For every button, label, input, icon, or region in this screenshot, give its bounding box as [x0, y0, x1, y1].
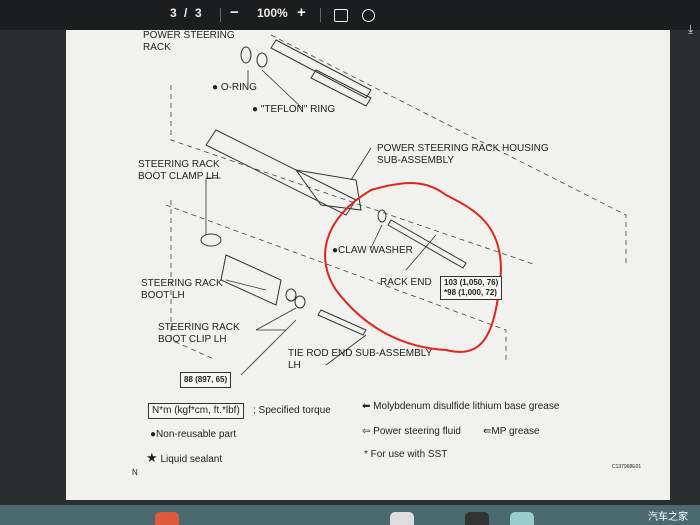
black-arrow-icon: ⬅ [362, 401, 371, 412]
label-line: POWER STEERING [143, 30, 235, 41]
hatched-arrow-icon: ⇚ [483, 426, 492, 437]
legend-text: Non-reusable part [156, 429, 237, 440]
outline-arrow-icon: ⇦ [362, 426, 371, 437]
zoom-out-button[interactable]: − [230, 4, 239, 21]
torque-box-tie-rod: 88 (897, 65) [180, 372, 232, 388]
corner-n: N [132, 468, 138, 477]
label-line: SUB-ASSEMBLY [377, 155, 455, 166]
label-o-ring: ● O-RING [212, 82, 257, 93]
watermark: 汽车之家 [648, 512, 688, 523]
legend-non-reusable: ●Non-reusable part [150, 429, 236, 441]
dock [0, 505, 700, 525]
label-claw-washer: ●CLAW WASHER [332, 245, 413, 256]
legend-text: Power steering fluid [373, 426, 461, 437]
label-teflon-ring: ● "TEFLON" RING [252, 104, 336, 115]
figure-code: C137968E01 [612, 464, 642, 470]
exploded-diagram [165, 34, 627, 376]
zoom-level-input[interactable]: 100% [257, 6, 288, 20]
rotate-icon[interactable] [362, 9, 375, 22]
page-current-input[interactable]: 3 [170, 6, 177, 20]
label-rack-end: RACK END [380, 277, 432, 288]
zoom-in-button[interactable]: + [297, 4, 306, 21]
dock-app-icon[interactable] [510, 512, 534, 525]
divider [220, 8, 221, 22]
legend-text: Molybdenum disulfide lithium base grease [373, 401, 560, 412]
label-text: CLAW WASHER [338, 245, 413, 256]
legend-text: MP grease [491, 426, 540, 437]
download-icon[interactable]: ⤓ [688, 22, 694, 36]
divider [320, 8, 321, 22]
dock-app-icon[interactable] [465, 512, 489, 525]
torque-value: 103 (1,050, 76) [444, 278, 499, 287]
label-line: BOOT LH [141, 290, 185, 301]
page-total: 3 [195, 6, 202, 20]
dock-app-icon[interactable] [155, 512, 179, 525]
legend-moly: ⬅ Molybdenum disulfide lithium base grea… [362, 401, 559, 413]
label-line: BOOT CLIP LH [158, 334, 227, 345]
legend-torque-unit: N*m (kgf*cm, ft.*lbf) [148, 403, 244, 419]
pdf-toolbar: 3 / 3 − 100% + [0, 0, 700, 30]
label-line: RACK [143, 42, 171, 53]
fit-page-icon[interactable] [334, 9, 348, 22]
label-line: STEERING RACK [138, 159, 220, 170]
legend-ps-fluid: ⇦ Power steering fluid [362, 426, 461, 438]
red-annotation-circle [324, 182, 503, 353]
label-line: TIE ROD END SUB-ASSEMBLY [288, 348, 433, 359]
black-dot-icon: ● [150, 429, 157, 440]
page-separator: / [184, 6, 188, 20]
label-line: STEERING RACK [141, 278, 223, 289]
legend-mp-grease: ⇚MP grease [483, 426, 540, 438]
label-text: O-RING [220, 82, 257, 93]
label-line: LH [288, 360, 301, 371]
label-line: STEERING RACK [158, 322, 240, 333]
label-line: POWER STEERING RACK HOUSING [377, 143, 549, 154]
legend-torque-desc: ; Specified torque [253, 405, 331, 416]
legend-liquid-sealant: ★ Liquid sealant [146, 450, 223, 466]
label-text: "TEFLON" RING [260, 104, 336, 115]
star-icon: ★ [146, 450, 158, 465]
legend-text: Liquid sealant [160, 454, 223, 465]
torque-value: *98 (1,000, 72) [444, 288, 497, 297]
legend-sst: * For use with SST [364, 449, 448, 460]
dock-app-icon[interactable] [390, 512, 414, 525]
torque-box-rack-end: 103 (1,050, 76)*98 (1,000, 72) [440, 276, 503, 300]
label-line: BOOT CLAMP LH [138, 171, 219, 182]
